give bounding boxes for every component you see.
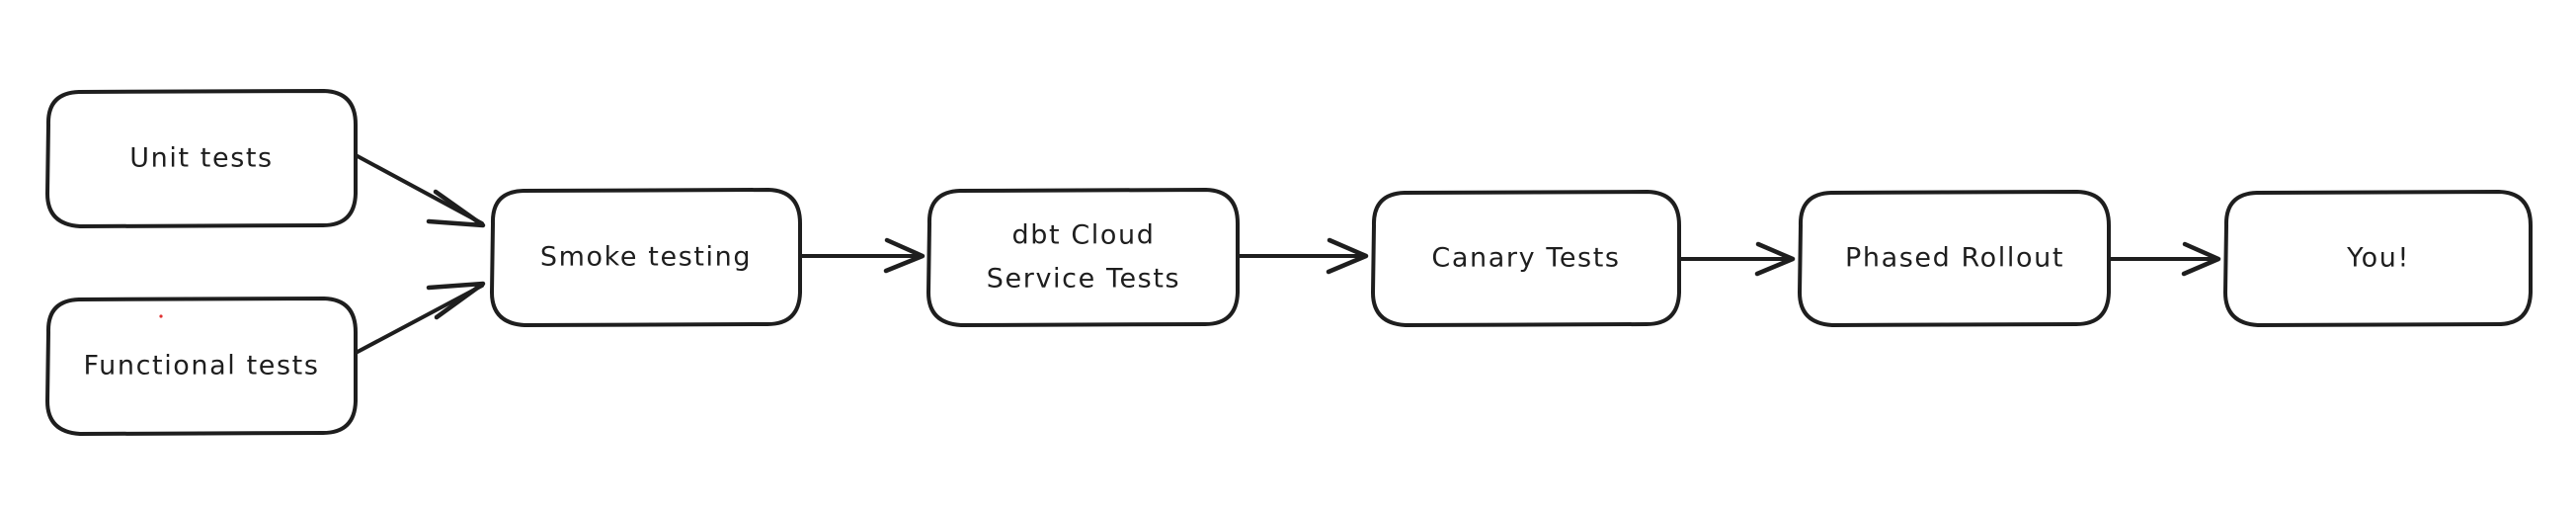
node-canary-tests[interactable]: Canary Tests xyxy=(1371,190,1681,327)
node-service-tests-label: Service Tests xyxy=(987,264,1180,295)
edge-unit-to-smoke xyxy=(354,153,486,228)
node-dbt-cloud-label: dbt Cloud xyxy=(1012,220,1156,251)
node-you-label: You! xyxy=(2346,243,2410,274)
node-phased-rollout-shape[interactable] xyxy=(1798,190,2111,327)
node-dbt-cloud-service-tests-shape[interactable] xyxy=(926,188,1240,327)
node-unit-tests-shape[interactable] xyxy=(45,89,358,228)
node-functional-tests-label: Functional tests xyxy=(84,351,320,382)
node-functional-tests-shape[interactable] xyxy=(45,297,358,436)
node-smoke-testing-label: Smoke testing xyxy=(540,242,752,273)
node-smoke-testing[interactable]: Smoke testing xyxy=(490,188,802,327)
node-canary-tests-label: Canary Tests xyxy=(1431,243,1620,274)
node-canary-tests-shape[interactable] xyxy=(1371,190,1681,327)
edge-functional-to-smoke xyxy=(354,281,486,355)
edge-dbt-to-canary xyxy=(1238,237,1369,275)
node-phased-rollout-label: Phased Rollout xyxy=(1845,243,2064,274)
node-dbt-cloud-service-tests[interactable]: dbt Cloud Service Tests xyxy=(926,188,1240,327)
edge-smoke-to-dbt xyxy=(800,237,926,274)
node-unit-tests[interactable]: Unit tests xyxy=(45,89,358,228)
edge-canary-to-phased xyxy=(1679,241,1796,277)
node-smoke-testing-shape[interactable] xyxy=(490,188,802,327)
node-phased-rollout[interactable]: Phased Rollout xyxy=(1798,190,2111,327)
stray-mark-dot xyxy=(159,314,163,318)
edge-phased-to-you xyxy=(2109,241,2221,277)
node-you[interactable]: You! xyxy=(2223,190,2533,327)
node-you-shape[interactable] xyxy=(2223,190,2533,327)
node-unit-tests-label: Unit tests xyxy=(129,143,273,174)
node-functional-tests[interactable]: Functional tests xyxy=(45,297,358,436)
